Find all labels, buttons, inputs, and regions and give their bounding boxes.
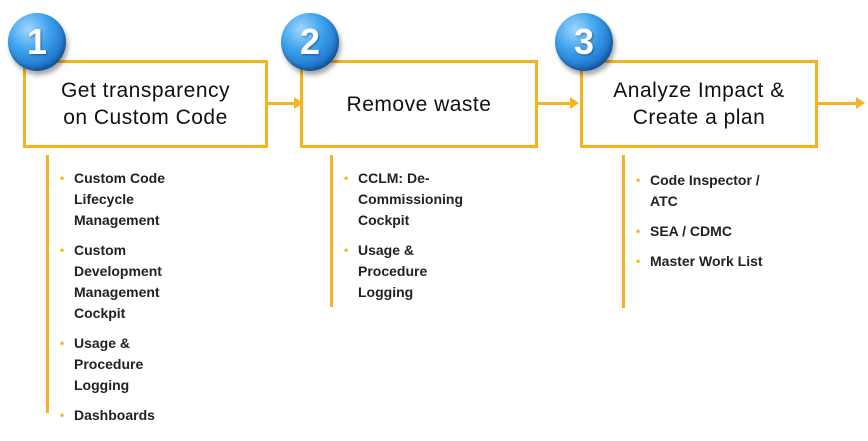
list-item: •Code Inspector / ATC xyxy=(636,172,760,209)
arrow-1-to-2 xyxy=(268,97,303,109)
step-2-line xyxy=(330,155,333,307)
list-item: •Usage & Procedure Logging xyxy=(344,242,428,300)
step-1-badge: 1 xyxy=(8,13,66,71)
step-1-title: Get transparency on Custom Code xyxy=(60,79,231,129)
list-item: •Custom Development Management Cockpit xyxy=(60,242,162,321)
step-1-number: 1 xyxy=(26,21,48,62)
step-3-box: Analyze Impact & Create a plan xyxy=(580,60,818,148)
list-item: •Dashboards xyxy=(60,405,230,426)
arrow-2-to-3 xyxy=(538,97,579,109)
step-2-items: •CCLM: De- Commissioning Cockpit •Usage … xyxy=(344,168,514,312)
step-1-box: Get transparency on Custom Code xyxy=(23,60,268,148)
step-3-number: 3 xyxy=(573,21,595,62)
list-item: •Usage & Procedure Logging xyxy=(60,335,144,393)
bullet-icon: • xyxy=(636,254,641,268)
bullet-icon: • xyxy=(344,171,349,185)
step-3-items: •Code Inspector / ATC •SEA / CDMC •Maste… xyxy=(636,170,816,281)
step-1-items: •Custom Code Lifecycle Management •Custo… xyxy=(60,168,230,435)
bullet-icon: • xyxy=(636,224,641,238)
step-2-number: 2 xyxy=(299,21,321,62)
bullet-icon: • xyxy=(636,173,641,187)
list-item: •Custom Code Lifecycle Management xyxy=(60,170,165,228)
bullet-icon: • xyxy=(60,171,65,185)
step-2-badge: 2 xyxy=(281,13,339,71)
step-1-line xyxy=(46,155,49,413)
step-3-badge: 3 xyxy=(555,13,613,71)
list-item: •Master Work List xyxy=(636,251,816,272)
step-2-box: Remove waste xyxy=(300,60,538,148)
list-item: •SEA / CDMC xyxy=(636,221,816,242)
step-3-line xyxy=(622,155,625,308)
bullet-icon: • xyxy=(344,243,349,257)
step-2-title: Remove waste xyxy=(346,92,492,116)
bullet-icon: • xyxy=(60,336,65,350)
step-3-title: Analyze Impact & Create a plan xyxy=(613,79,785,129)
arrow-3-out xyxy=(818,97,865,109)
list-item: •CCLM: De- Commissioning Cockpit xyxy=(344,170,464,228)
bullet-icon: • xyxy=(60,408,65,422)
bullet-icon: • xyxy=(60,243,65,257)
